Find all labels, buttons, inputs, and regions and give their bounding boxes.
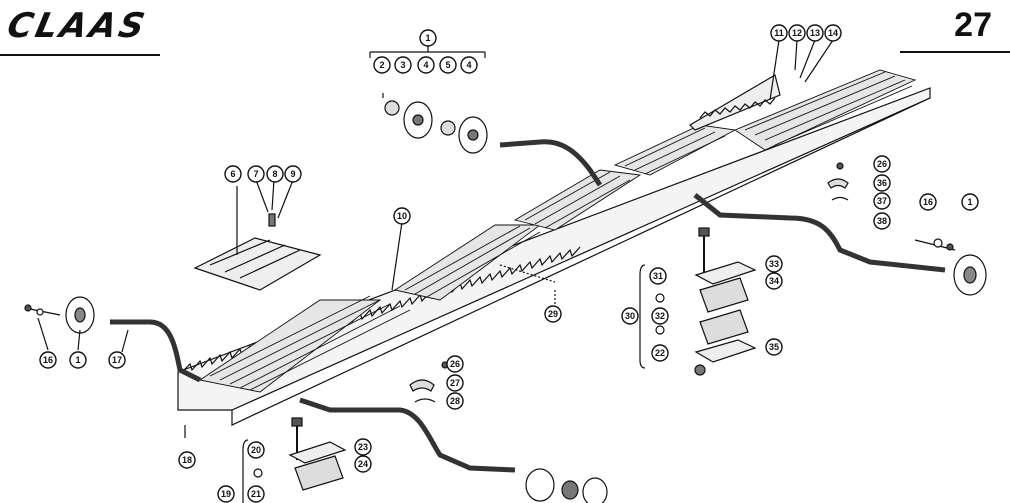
callout-label: 10: [397, 211, 407, 221]
callout-label: 28: [450, 396, 460, 406]
callout-label: 2: [379, 60, 384, 70]
callout-label: 38: [877, 216, 887, 226]
callout-26: 26: [873, 155, 891, 173]
mount-assembly-right: [639, 227, 757, 376]
callout-19: 19: [217, 485, 235, 503]
callout-28: 28: [446, 392, 464, 410]
callout-35: 35: [765, 338, 783, 356]
callout-29: 29: [544, 305, 562, 323]
callout-16: 16: [39, 351, 57, 369]
callout-22: 22: [651, 344, 669, 362]
mount-assembly-left: [242, 417, 347, 503]
callout-34: 34: [765, 272, 783, 290]
callout-label: 12: [792, 28, 802, 38]
callout-label: 20: [251, 445, 261, 455]
callout-12: 12: [788, 24, 806, 42]
callout-label: 31: [653, 271, 663, 281]
callout-17: 17: [108, 351, 126, 369]
callout-1: 1: [419, 29, 437, 47]
callout-36: 36: [873, 174, 891, 192]
grate-panels: [198, 69, 917, 393]
bearing-hub-right: [914, 238, 987, 296]
callout-label: 1: [967, 197, 972, 207]
bearing-hub-left: [24, 296, 95, 334]
callout-label: 3: [400, 60, 405, 70]
callout-18: 18: [178, 451, 196, 469]
callout-label: 11: [774, 28, 784, 38]
bearing-parts: [369, 45, 488, 154]
sieve-frame: [177, 87, 931, 426]
callout-33: 33: [765, 255, 783, 273]
callout-21: 21: [247, 485, 265, 503]
callout-13: 13: [806, 24, 824, 42]
callout-label: 6: [230, 169, 235, 179]
callout-label: 36: [877, 178, 887, 188]
callout-label: 29: [548, 309, 558, 319]
callout-31: 31: [649, 267, 667, 285]
callout-1: 1: [961, 193, 979, 211]
callout-label: 21: [251, 489, 261, 499]
callout-24: 24: [354, 455, 372, 473]
callout-6: 6: [224, 165, 242, 183]
callout-label: 9: [290, 169, 295, 179]
callout-2: 2: [373, 56, 391, 74]
callout-label: 17: [112, 355, 122, 365]
callout-label: 1: [75, 355, 80, 365]
callout-4: 4: [460, 56, 478, 74]
callout-label: 19: [221, 489, 231, 499]
callout-label: 27: [450, 378, 460, 388]
callout-4: 4: [417, 56, 435, 74]
callout-26: 26: [446, 355, 464, 373]
callout-14: 14: [824, 24, 842, 42]
callout-label: 23: [358, 442, 368, 452]
callout-label: 18: [182, 455, 192, 465]
callout-label: 8: [272, 169, 277, 179]
callout-label: 7: [253, 169, 258, 179]
callout-23: 23: [354, 438, 372, 456]
callout-label: 32: [655, 311, 665, 321]
callout-label: 35: [769, 342, 779, 352]
callout-label: 26: [450, 359, 460, 369]
callout-label: 16: [923, 197, 933, 207]
callout-37: 37: [873, 192, 891, 210]
callout-7: 7: [247, 165, 265, 183]
callout-label: 4: [466, 60, 471, 70]
callout-label: 5: [445, 60, 450, 70]
callout-label: 33: [769, 259, 779, 269]
callout-label: 24: [358, 459, 368, 469]
callout-1: 1: [69, 351, 87, 369]
callout-label: 16: [43, 355, 53, 365]
page-number: 27: [954, 6, 992, 44]
callout-11: 11: [770, 24, 788, 42]
callout-9: 9: [284, 165, 302, 183]
callout-8: 8: [266, 165, 284, 183]
callout-32: 32: [651, 307, 669, 325]
callout-label: 1: [425, 33, 430, 43]
callout-label: 13: [810, 28, 820, 38]
callout-3: 3: [394, 56, 412, 74]
callout-label: 30: [625, 311, 635, 321]
callout-label: 34: [769, 276, 779, 286]
callout-label: 26: [877, 159, 887, 169]
callout-16: 16: [919, 193, 937, 211]
callout-label: 14: [828, 28, 838, 38]
callout-30: 30: [621, 307, 639, 325]
callout-label: 22: [655, 348, 665, 358]
callout-label: 4: [423, 60, 428, 70]
callout-label: 37: [877, 196, 887, 206]
callout-5: 5: [439, 56, 457, 74]
callout-20: 20: [247, 441, 265, 459]
callout-10: 10: [393, 207, 411, 225]
callout-38: 38: [873, 212, 891, 230]
callout-27: 27: [446, 374, 464, 392]
